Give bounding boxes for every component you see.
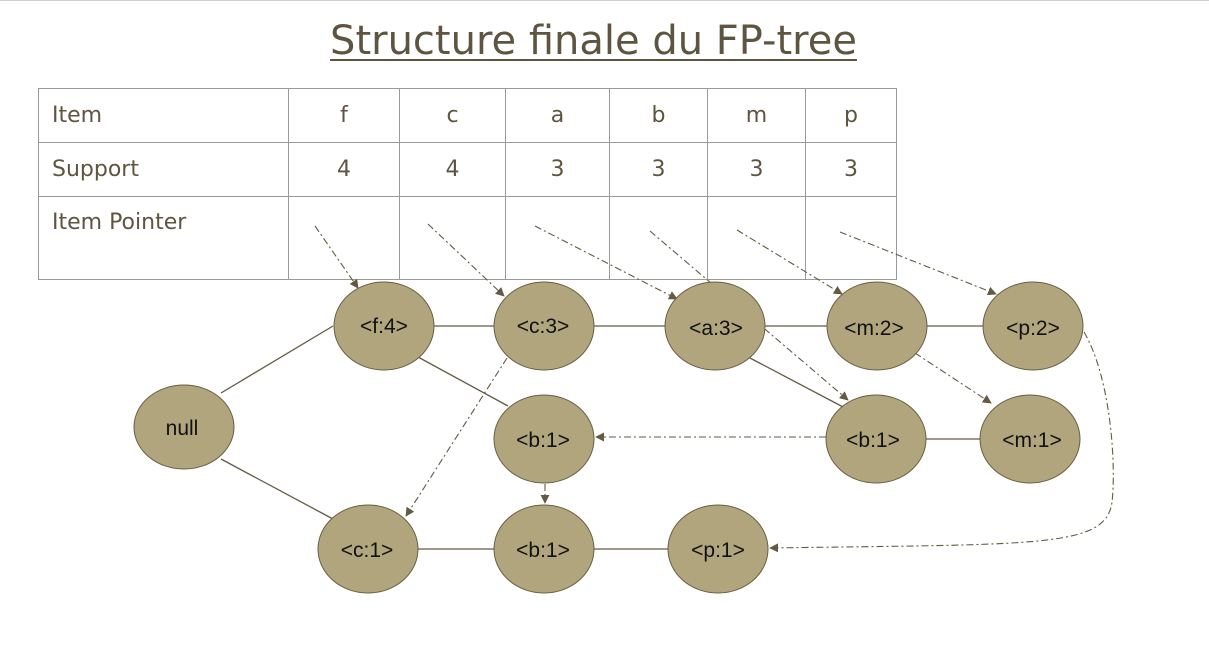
node-m1-label: <m:1>	[1002, 429, 1062, 452]
pointer-cell-p	[805, 196, 897, 280]
node-c3-shape	[493, 281, 595, 371]
edge-f4-b1-top	[417, 356, 509, 407]
header-table: Item f c a b m p Support 4 4 3 3 3 3 Ite…	[38, 88, 897, 280]
tree-edges	[220, 325, 983, 550]
link-c3-c1	[405, 357, 508, 517]
node-null-shape	[133, 384, 235, 470]
node-p2-shape	[982, 281, 1084, 371]
pointer-cell-m	[707, 196, 806, 280]
node-b1-bottom-shape	[493, 504, 595, 594]
node-b1-right: <b:1>	[825, 394, 927, 484]
support-cell-a: 3	[505, 142, 610, 197]
node-b1-bottom: <b:1>	[493, 504, 595, 594]
node-a3-shape	[664, 281, 766, 371]
node-b1-top-label: <b:1>	[516, 429, 570, 452]
node-b1-right-label: <b:1>	[846, 429, 900, 452]
node-c1-label: <c:1>	[341, 539, 394, 562]
link-p2-p1	[769, 331, 1114, 553]
node-null-label: null	[166, 417, 199, 440]
node-p1-label: <p:1>	[691, 539, 745, 562]
pointer-a	[534, 225, 678, 300]
node-p1-shape	[667, 504, 769, 594]
node-m1: <m:1>	[979, 394, 1081, 484]
node-b1-top-shape	[493, 394, 595, 484]
pointer-cell-f	[288, 196, 400, 280]
node-f4: <f:4>	[333, 281, 435, 371]
node-m2: <m:2>	[826, 281, 928, 371]
pointer-row-label: Item Pointer	[38, 196, 289, 280]
pointer-m	[736, 229, 843, 295]
item-row-label: Item	[38, 88, 289, 143]
item-row: Item f c a b m p	[38, 88, 897, 143]
item-cell-p: p	[805, 88, 897, 143]
link-m2-m1	[914, 352, 992, 404]
node-f4-label: <f:4>	[360, 315, 408, 338]
node-p1: <p:1>	[667, 504, 769, 594]
node-c1-shape	[317, 504, 419, 594]
node-link-pointers	[314, 223, 1114, 553]
edge-a3-b1-right	[749, 357, 846, 409]
node-c3: <c:3>	[493, 281, 595, 371]
support-row-label: Support	[38, 142, 289, 197]
node-c1: <c:1>	[317, 504, 419, 594]
node-m2-shape	[826, 281, 928, 371]
item-cell-m: m	[707, 88, 806, 143]
page-title: Structure finale du FP-tree	[330, 18, 857, 64]
item-cell-c: c	[399, 88, 506, 143]
node-p2-label: <p:2>	[1006, 317, 1060, 340]
edge-null-f4	[220, 325, 334, 394]
pointer-p	[839, 231, 997, 296]
pointer-row: Item Pointer	[38, 196, 897, 280]
node-b1-right-shape	[825, 394, 927, 484]
pointer-c	[427, 223, 505, 297]
node-a3: <a:3>	[664, 281, 766, 371]
item-cell-b: b	[609, 88, 708, 143]
node-a3-label: <a:3>	[689, 317, 743, 340]
node-p2: <p:2>	[982, 281, 1084, 371]
node-b1-bottom-label: <b:1>	[516, 539, 570, 562]
node-null: null	[133, 384, 235, 470]
node-c3-label: <c:3>	[517, 315, 570, 338]
pointer-f	[314, 225, 359, 289]
top-rule	[0, 0, 1209, 1]
tree-nodes: null <f:4> <c:3> <a:3> <m:2> <p:2> <b:1>	[133, 281, 1084, 594]
node-m2-label: <m:2>	[844, 317, 904, 340]
support-cell-m: 3	[707, 142, 806, 197]
support-cell-b: 3	[609, 142, 708, 197]
node-m1-shape	[979, 394, 1081, 484]
pointer-cell-c	[399, 196, 506, 280]
edge-null-c1	[220, 458, 334, 520]
node-f4-shape	[333, 281, 435, 371]
node-b1-top: <b:1>	[493, 394, 595, 484]
